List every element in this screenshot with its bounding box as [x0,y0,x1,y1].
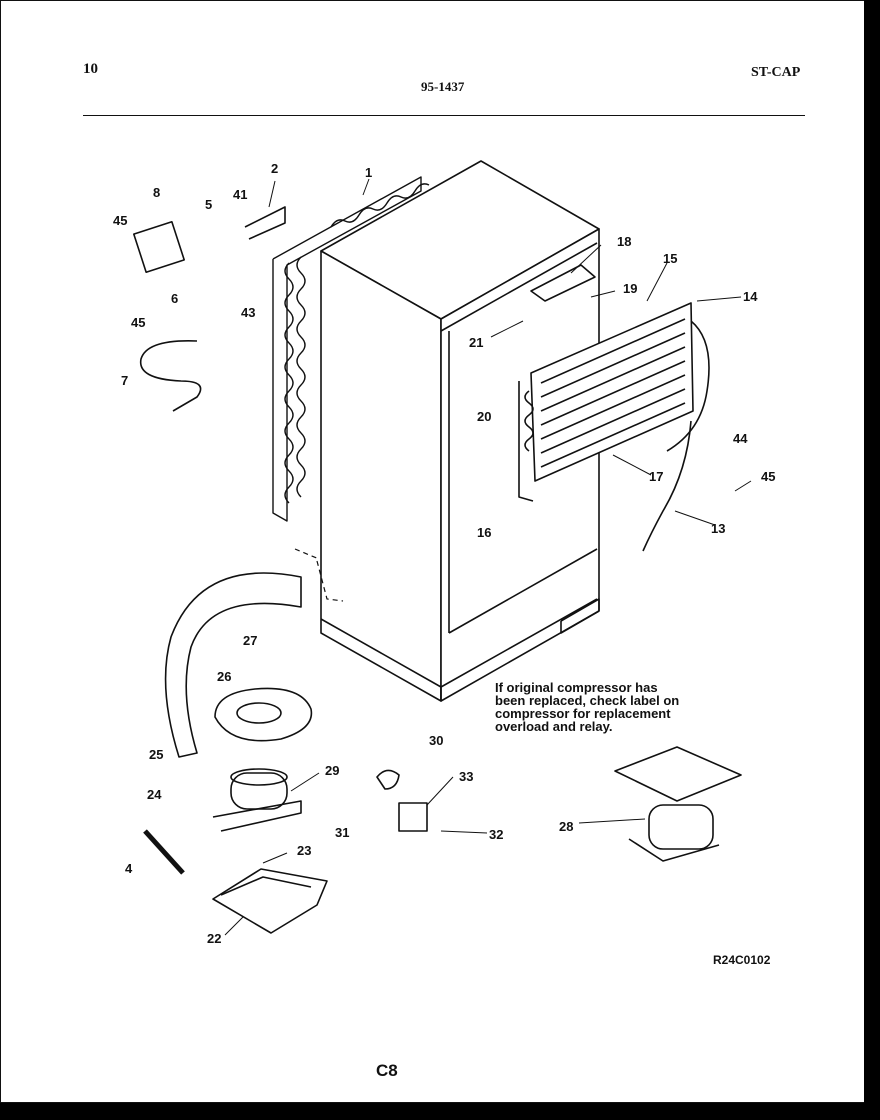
callout-15: 15 [663,251,677,266]
bracket-2-illustration [244,206,286,240]
callout-8: 8 [153,185,160,200]
base-tray-illustration [212,868,328,934]
callout-1: 1 [365,165,372,180]
bracket-8-illustration [132,220,186,274]
callout-2: 2 [271,161,278,176]
callout-21: 21 [469,335,483,350]
callout-6: 6 [171,291,178,306]
callout-27: 27 [243,633,257,648]
scan-edge [864,0,880,1120]
section-code: ST-CAP [751,65,801,80]
callout-45: 45 [131,315,145,330]
alternate-compressor-illustration [614,746,742,862]
callout-23: 23 [297,843,311,858]
note-line: If original compressor has [495,680,658,695]
callout-43: 43 [241,305,255,320]
note-line: overload and relay. [495,719,613,734]
compressor-note: If original compressor has been replaced… [495,681,725,733]
dashed-arrows [294,548,344,602]
callout-17: 17 [649,469,663,484]
exploded-view-diagram: 1 2 41 8 45 5 6 45 43 7 18 15 14 19 21 20 16 17 44 45 13 27 26… [113,160,775,946]
callout-41: 41 [233,187,247,202]
bracket-18-illustration [530,264,596,302]
drain-pan-illustration [214,687,313,742]
callout-19: 19 [623,281,637,296]
leader-lines [224,178,752,936]
callout-numbers: 1 2 41 8 45 5 6 45 43 7 18 15 14 19 21 20 16 17 44 45 13 27 26… [113,161,775,946]
callout-33: 33 [459,769,473,784]
callout-45: 45 [113,213,127,228]
power-cord-illustration [139,340,202,412]
callout-18: 18 [617,234,631,249]
flow-arrow-illustration [164,572,302,758]
callout-44: 44 [733,431,748,446]
note-line: compressor for replacement [495,706,671,721]
callout-32: 32 [489,827,503,842]
figure-id: R24C0102 [713,953,771,967]
condenser-coil-illustration [272,176,430,522]
callout-24: 24 [147,787,162,802]
callout-4: 4 [125,861,133,876]
callout-45: 45 [761,469,775,484]
relay-illustration [398,802,428,832]
callout-22: 22 [207,931,221,946]
drier-illustration [143,829,185,875]
overload-illustration [376,769,400,790]
compressor-illustration [212,768,302,832]
model-number: 95-1437 [421,79,465,94]
callout-7: 7 [121,373,128,388]
callout-20: 20 [477,409,491,424]
callout-14: 14 [743,289,758,304]
evaporator-illustration [518,302,710,502]
callout-13: 13 [711,521,725,536]
page-number: C8 [376,1061,398,1080]
callout-26: 26 [217,669,231,684]
callout-28: 28 [559,819,573,834]
parts-diagram-sheet: 10 95-1437 ST-CAP [0,0,866,1103]
callout-5: 5 [205,197,212,212]
callout-25: 25 [149,747,163,762]
callout-30: 30 [429,733,443,748]
page-left-number: 10 [83,61,98,77]
callout-31: 31 [335,825,349,840]
callout-16: 16 [477,525,491,540]
callout-29: 29 [325,763,339,778]
cabinet-illustration [320,160,600,702]
tube-13-illustration [642,420,692,552]
header-rule [83,115,805,116]
note-line: been replaced, check label on [495,693,680,708]
